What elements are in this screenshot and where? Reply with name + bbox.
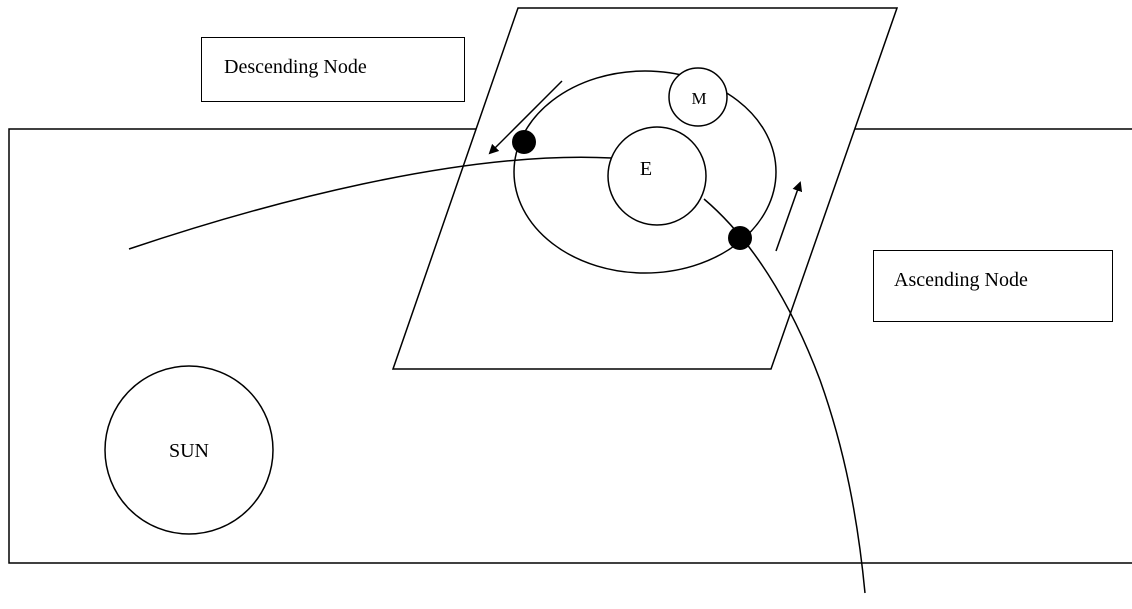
earth-orbit-path-left (128, 156, 613, 250)
sun-label: SUN (169, 440, 209, 462)
sun-circle (104, 365, 274, 535)
ascending-arrow (775, 181, 803, 252)
descending-arrow (488, 80, 563, 155)
earth-circle (607, 126, 707, 226)
descending-node-label-box: Descending Node (201, 37, 465, 102)
earth-label: E (640, 158, 652, 180)
descending-node-label: Descending Node (224, 56, 367, 78)
moon-circle (668, 67, 728, 127)
descending-node-point (512, 130, 536, 154)
ascending-node-label-box: Ascending Node (873, 250, 1113, 322)
moon-orbit (513, 70, 777, 274)
moon-label: M (691, 89, 706, 108)
ascending-node-label: Ascending Node (894, 268, 1028, 291)
ascending-node-point (728, 226, 752, 250)
